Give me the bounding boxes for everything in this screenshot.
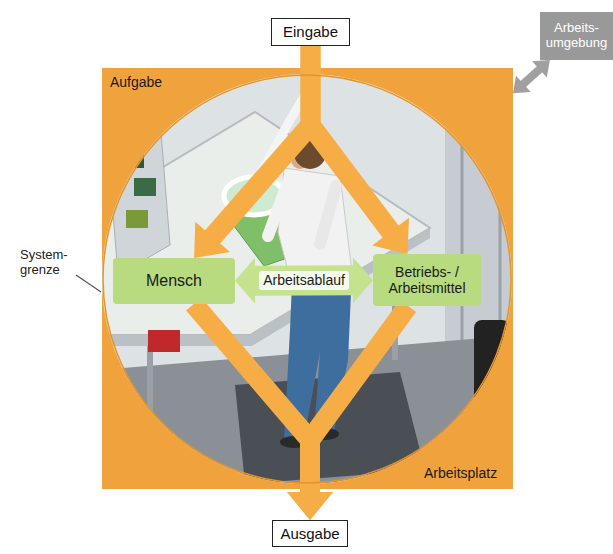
red-box [148, 330, 180, 352]
boundary-label: System- grenze [20, 248, 76, 278]
arrow-head [532, 60, 550, 78]
arrow-head [287, 492, 333, 520]
output-box: Ausgabe [272, 520, 348, 547]
parts-bin [126, 210, 148, 228]
node-text: Aufgabe [110, 74, 162, 90]
parts-bin [134, 178, 156, 196]
edge-label: Arbeitsablauf [259, 271, 349, 289]
environment-box: Arbeits- umgebung [540, 12, 613, 60]
node-text: Ausgabe [280, 525, 339, 542]
person-arm [268, 182, 288, 236]
arrow-shaft [310, 306, 408, 496]
arrow-head [235, 258, 255, 304]
node-text: Arbeits- umgebung [545, 21, 608, 51]
flow-arrow [235, 257, 373, 303]
input-box: Eingabe [271, 18, 350, 46]
node-text: Arbeitsplatz [424, 465, 497, 481]
flow-arrow [513, 60, 550, 93]
human-box: Mensch [113, 258, 235, 304]
arrow-head [194, 222, 230, 258]
equipment-box: Betriebs- / Arbeitsmittel [373, 254, 481, 306]
node-text: Eingabe [283, 23, 338, 40]
leader-line [76, 275, 101, 292]
arrow-head [372, 218, 409, 254]
arrow-shaft [252, 265, 356, 295]
arrow-head [287, 492, 333, 520]
arrow-head [353, 257, 373, 303]
flow-arrow [311, 46, 410, 254]
circle-border [103, 75, 511, 483]
node-text: Betriebs- / Arbeitsmittel [378, 264, 476, 296]
flow-arrow [287, 306, 408, 520]
arrow-shaft [194, 304, 310, 496]
flow-arrow [194, 46, 310, 258]
person-arm [320, 186, 336, 244]
arrow-head [513, 76, 531, 94]
arrow-shaft [311, 46, 394, 235]
arrow-shaft [522, 68, 541, 85]
node-text: Mensch [146, 272, 202, 290]
